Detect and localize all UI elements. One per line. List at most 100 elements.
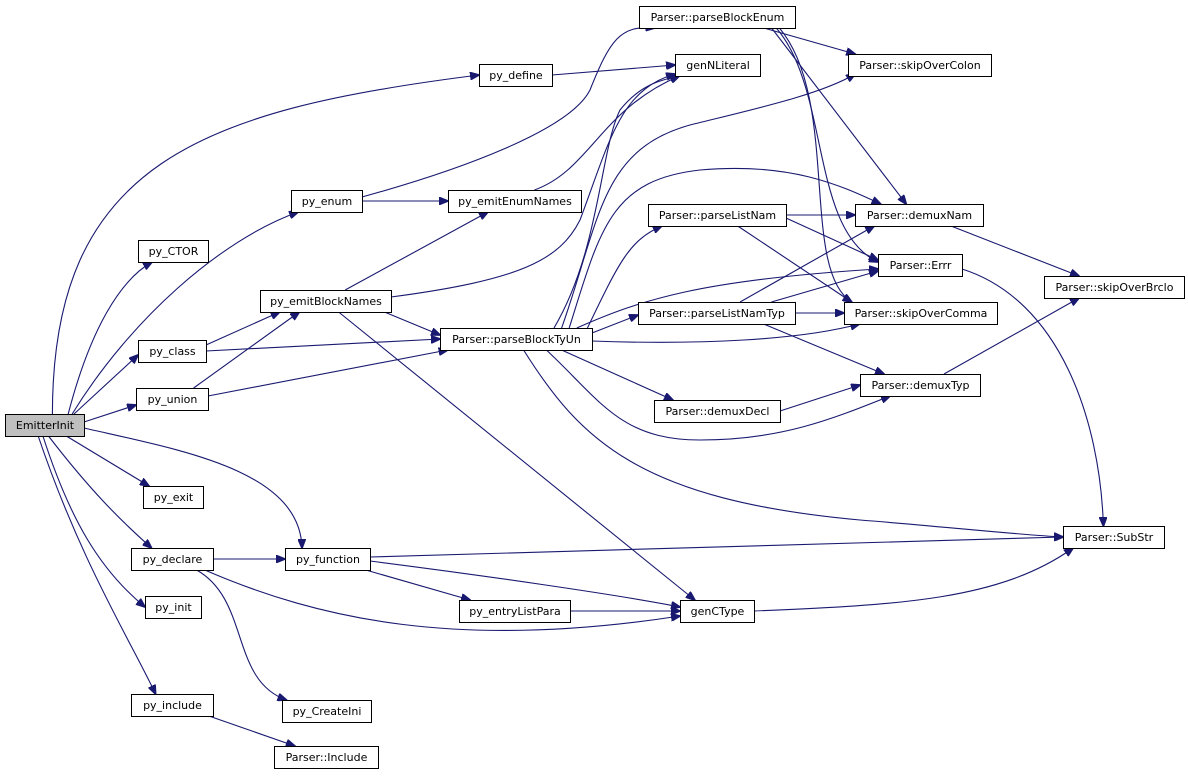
node-parser-skipovercolon[interactable]: Parser::skipOverColon: [848, 54, 992, 77]
node-parser-include[interactable]: Parser::Include: [274, 746, 379, 769]
node-box: [143, 486, 204, 509]
node-box: [878, 254, 963, 277]
edge-Parser_parseListNam-to-Parser_skipOverComma: [737, 225, 852, 302]
edge-py_emitBlockNames-to-genNLiteral: [390, 74, 675, 298]
node-label: Parser::skipOverComma: [855, 307, 988, 320]
node-label: Parser::SubStr: [1075, 531, 1154, 544]
node-box: [440, 328, 593, 351]
edge-Parser_parseListNam-to-Parser_Errr: [785, 217, 878, 260]
node-box: [855, 204, 984, 227]
node-label: Parser::skipOverColon: [859, 59, 980, 72]
edge-py_function-to-py_entryListPara: [365, 569, 470, 600]
node-box: [131, 694, 214, 717]
edge-Parser_parseBlockTyUn-to-Parser_parseListNamTyp: [591, 315, 638, 334]
node-label: Parser::parseListNam: [659, 209, 776, 222]
node-py-init[interactable]: py_init: [145, 596, 202, 619]
edge-py_emitBlockNames-to-py_emitEnumNames: [344, 212, 488, 291]
node-box: [680, 600, 755, 623]
node-label: genCType: [691, 605, 745, 618]
node-label: py_declare: [143, 553, 203, 566]
node-label: Parser::parseListNamTyp: [649, 307, 785, 320]
edge-Parser_parseListNamTyp-to-Parser_demuxNam: [739, 226, 874, 303]
edge-Parser_parseBlockTyUn-to-Parser_skipOverComma: [591, 324, 859, 343]
node-box: [5, 414, 85, 437]
edge-Parser_parseBlockTyUn-to-Parser_skipOverColon: [561, 74, 856, 329]
edge-py_function-to-Parser_SubStr: [369, 537, 1063, 558]
node-genctype[interactable]: genCType: [680, 600, 755, 623]
node-py-enum[interactable]: py_enum: [291, 190, 363, 213]
node-label: Parser::Include: [286, 751, 368, 764]
node-label: py_union: [148, 393, 198, 406]
node-box: [448, 190, 582, 213]
node-parser-errr[interactable]: Parser::Errr: [878, 254, 963, 277]
node-parser-parselistnam[interactable]: Parser::parseListNam: [648, 204, 787, 227]
node-parser-skipoverbrclo[interactable]: Parser::skipOverBrclo: [1044, 276, 1185, 299]
node-parser-skipovercomma[interactable]: Parser::skipOverComma: [844, 302, 998, 325]
node-box: [136, 388, 209, 411]
edge-Parser_parseBlockTyUn-to-Parser_demuxDecl: [561, 349, 673, 400]
node-parser-demuxdecl[interactable]: Parser::demuxDecl: [654, 400, 781, 423]
edge-py_function-to-genCType: [369, 560, 680, 607]
node-py-include[interactable]: py_include: [131, 694, 214, 717]
node-label: EmitterInit: [16, 419, 75, 432]
node-box: [285, 548, 371, 571]
node-box: [675, 54, 761, 77]
node-label: py_emitEnumNames: [458, 195, 572, 208]
node-box: [282, 700, 372, 723]
node-parser-demuxnam[interactable]: Parser::demuxNam: [855, 204, 984, 227]
edge-Parser_demuxDecl-to-Parser_demuxTyp: [779, 385, 860, 412]
node-box: [260, 290, 392, 313]
node-box: [639, 6, 796, 29]
node-box: [648, 204, 787, 227]
node-parser-parselistnamtyp[interactable]: Parser::parseListNamTyp: [638, 302, 796, 325]
node-parser-parseblocktyun[interactable]: Parser::parseBlockTyUn: [440, 328, 593, 351]
node-box: [131, 548, 214, 571]
node-py-define[interactable]: py_define: [479, 64, 553, 87]
node-box: [1063, 526, 1165, 549]
node-label: genNLiteral: [686, 59, 750, 72]
node-box: [844, 302, 998, 325]
node-label: Parser::skipOverBrclo: [1056, 281, 1174, 294]
node-py-createini[interactable]: py_CreateIni: [282, 700, 372, 723]
node-label: Parser::parseBlockEnum: [651, 11, 785, 24]
edge-py_emitEnumNames-to-genNLiteral: [534, 76, 679, 191]
node-box: [848, 54, 992, 77]
node-emitterinit[interactable]: EmitterInit: [5, 414, 85, 437]
edge-genCType-to-Parser_SubStr: [753, 548, 1073, 612]
node-py-emitenumnames[interactable]: py_emitEnumNames: [448, 190, 582, 213]
node-parser-substr[interactable]: Parser::SubStr: [1063, 526, 1165, 549]
edge-py_enum-to-Parser_parseBlockEnum: [361, 28, 655, 198]
node-py-function[interactable]: py_function: [285, 548, 371, 571]
node-gennliteral[interactable]: genNLiteral: [675, 54, 761, 77]
edge-EmitterInit-to-py_define: [51, 75, 479, 415]
edge-EmitterInit-to-py_CTOR: [67, 262, 152, 415]
edge-py_union-to-py_emitBlockNames: [193, 312, 300, 389]
node-py-class[interactable]: py_class: [138, 340, 207, 363]
edge-EmitterInit-to-py_enum: [71, 212, 298, 415]
node-py-emitblocknames[interactable]: py_emitBlockNames: [260, 290, 392, 313]
node-py-union[interactable]: py_union: [136, 388, 209, 411]
edge-Parser_parseListNamTyp-to-Parser_demuxTyp: [763, 323, 884, 374]
node-py-entrylistpara[interactable]: py_entryListPara: [459, 600, 571, 623]
node-label: py_exit: [154, 491, 194, 504]
edge-Parser_parseBlockEnum-to-Parser_Errr: [775, 27, 878, 262]
node-parser-demuxtyp[interactable]: Parser::demuxTyp: [860, 374, 981, 397]
node-label: Parser::parseBlockTyUn: [452, 333, 581, 346]
edge-layer: [37, 27, 1103, 746]
edge-EmitterInit-to-py_function: [83, 427, 302, 548]
edge-EmitterInit-to-py_declare: [48, 435, 151, 548]
node-py-declare[interactable]: py_declare: [131, 548, 214, 571]
edge-Parser_parseBlockTyUn-to-Parser_Errr: [576, 269, 878, 329]
node-label: py_init: [155, 601, 192, 614]
node-label: Parser::Errr: [890, 259, 952, 272]
node-box: [860, 374, 981, 397]
edge-py_class-to-py_emitBlockNames: [205, 312, 280, 346]
edge-Parser_demuxNam-to-Parser_skipOverBrclo: [950, 225, 1079, 276]
node-py-ctor[interactable]: py_CTOR: [138, 240, 209, 263]
edge-Parser_parseBlockTyUn-to-Parser_demuxTyp: [546, 349, 890, 441]
node-label: py_enum: [302, 195, 352, 208]
node-parser-parseblockenum[interactable]: Parser::parseBlockEnum: [639, 6, 796, 29]
node-py-exit[interactable]: py_exit: [143, 486, 204, 509]
node-label: py_entryListPara: [469, 605, 560, 618]
edge-Parser_parseListNamTyp-to-Parser_Errr: [771, 271, 878, 303]
